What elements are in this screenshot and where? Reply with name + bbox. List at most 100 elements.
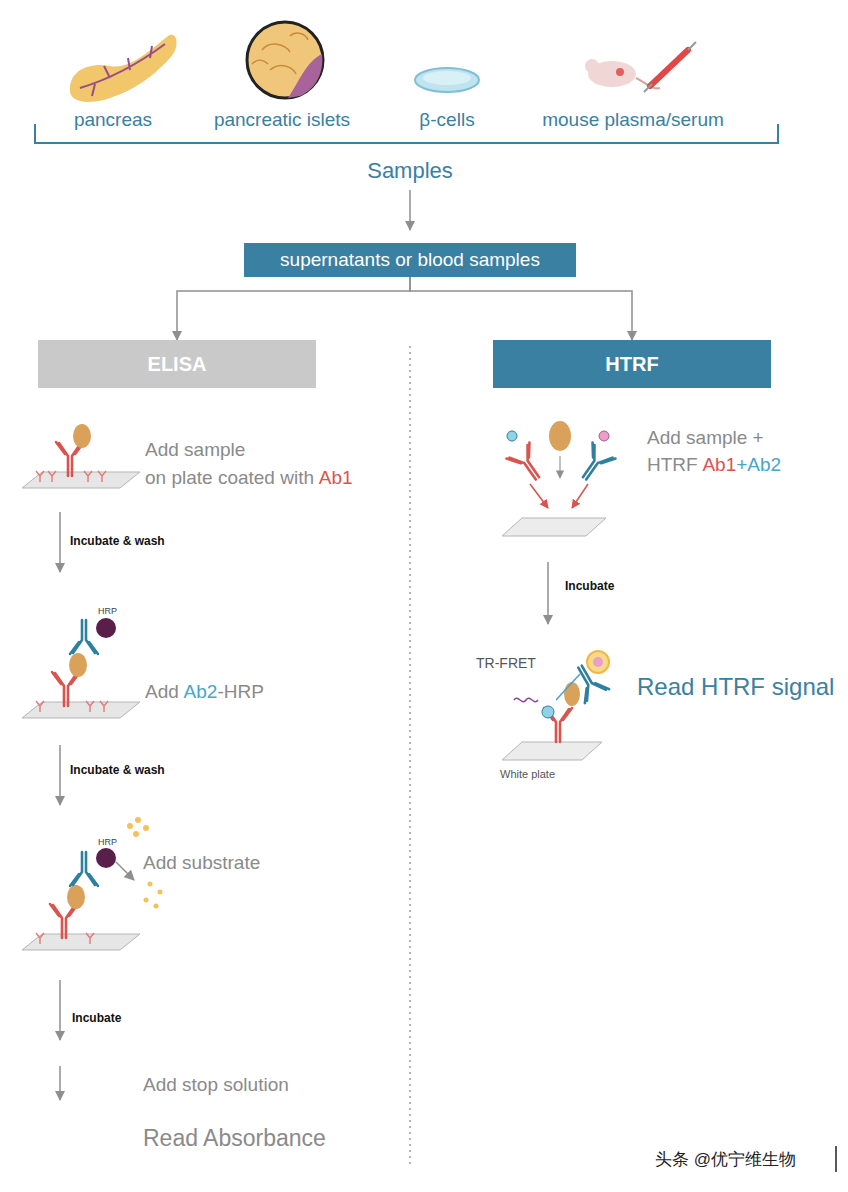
mouse-spot (616, 68, 624, 76)
mix-arrow (530, 484, 548, 508)
coated-antibody (98, 471, 106, 482)
coated-antibody (36, 701, 44, 712)
plate (22, 472, 140, 488)
mouse-ear (585, 59, 599, 73)
step-label: Incubate (565, 579, 614, 593)
islet-circle (247, 22, 323, 98)
elisa-step1-illustration (22, 424, 140, 488)
coated-antibody (100, 701, 108, 712)
label-line: HTRFAb1+Ab2 (647, 454, 781, 477)
step-label: Read HTRF signal (637, 673, 834, 700)
coated-antibody (36, 933, 44, 944)
coated-antibody (86, 701, 94, 712)
label-line: Incubate & wash (70, 534, 165, 548)
label-line: pancreatic islets (214, 109, 350, 132)
capture-antibody (50, 904, 78, 938)
label-line: Add stop solution (143, 1074, 289, 1097)
label-line: Samples (367, 158, 453, 184)
step-label: Add (145, 681, 179, 702)
flow-connector (177, 277, 410, 340)
donor-label (507, 431, 517, 441)
donor-antibody (507, 443, 549, 487)
elisa-step3-illustration (22, 817, 163, 950)
label-line: Read HTRF signal (637, 673, 834, 702)
label-line: 头条 @优宁维生物 (655, 1150, 796, 1170)
process-box: supernatants or blood samples (244, 243, 576, 277)
label-line: HRP (98, 837, 117, 848)
flow-arrow (409, 190, 411, 230)
dish (415, 68, 479, 92)
mix-arrow (559, 456, 560, 478)
mix-arrow (572, 484, 588, 508)
substrate-dot (143, 825, 149, 831)
label-line: White plate (500, 768, 555, 781)
flow-connector (410, 277, 632, 340)
product-dot (154, 904, 159, 909)
label-line: Add substrate (143, 852, 260, 875)
step-label: White plate (500, 768, 555, 780)
step-label: HRP (98, 837, 117, 847)
product-dot (144, 898, 149, 903)
detection-antibody (70, 852, 98, 886)
step-label: +Ab2 (736, 454, 781, 475)
plate (22, 702, 140, 718)
step-label: HRP (98, 606, 117, 616)
detection-antibody (70, 620, 98, 654)
label-line: on plate coated withAb1 (145, 467, 353, 490)
plate (22, 934, 140, 950)
donor-label (542, 706, 554, 718)
step-label: Add substrate (143, 852, 260, 873)
box-label: supernatants or blood samples (280, 249, 540, 271)
label-line: Add sample + (647, 427, 764, 450)
islet-icon (247, 22, 323, 98)
pancreas-duct (80, 44, 165, 96)
divider-line (409, 346, 411, 1168)
step-label: Incubate & wash (70, 763, 165, 777)
step-arrow (59, 512, 61, 572)
coated-antibody (86, 933, 94, 944)
acceptor-glow (587, 651, 609, 673)
substrate-dot (135, 817, 141, 823)
step-label: Ab2 (184, 681, 218, 702)
coated-antibody (36, 471, 44, 482)
pancreas-icon (70, 35, 177, 102)
dish-inner (423, 71, 471, 85)
fret-line (556, 674, 580, 700)
label-line: Incubate & wash (70, 763, 165, 777)
step-arrow (59, 980, 61, 1040)
step-label: Add sample (145, 439, 245, 460)
substrate-dot (127, 823, 133, 829)
box-label: HTRF (605, 353, 658, 376)
step-label: -HRP (217, 681, 263, 702)
step-label: on plate coated with (145, 467, 314, 488)
step-label: Incubate & wash (70, 534, 165, 548)
excitation-wave (514, 698, 538, 701)
label-line: HRP (98, 606, 117, 617)
cell-dish-icon (415, 68, 479, 92)
label-line: Add sample (145, 439, 245, 462)
acceptor-label (599, 431, 609, 441)
step-arrow (547, 562, 549, 624)
coated-antibody (84, 471, 92, 482)
step-label: Samples (367, 158, 453, 183)
process-box: ELISA (38, 340, 316, 388)
process-box: HTRF (493, 340, 771, 388)
substrate-dot (133, 831, 139, 837)
pancreas-shape (70, 35, 177, 102)
step-label: β-cells (419, 109, 474, 130)
watermark-bar (835, 1146, 837, 1172)
step-label: 头条 @优宁维生物 (655, 1150, 796, 1169)
box-label: ELISA (148, 353, 207, 376)
label-line: mouse plasma/serum (542, 109, 724, 132)
label-line: pancreas (74, 109, 152, 132)
product-dot (158, 890, 163, 895)
plate (502, 742, 602, 760)
label-line: Read Absorbance (143, 1125, 326, 1153)
step-label: mouse plasma/serum (542, 109, 724, 130)
elisa-step2-illustration (22, 618, 140, 718)
step-label: pancreas (74, 109, 152, 130)
label-line: AddAb2-HRP (145, 681, 264, 704)
label-line: Incubate (565, 579, 614, 593)
step-label: TR-FRET (476, 655, 536, 671)
